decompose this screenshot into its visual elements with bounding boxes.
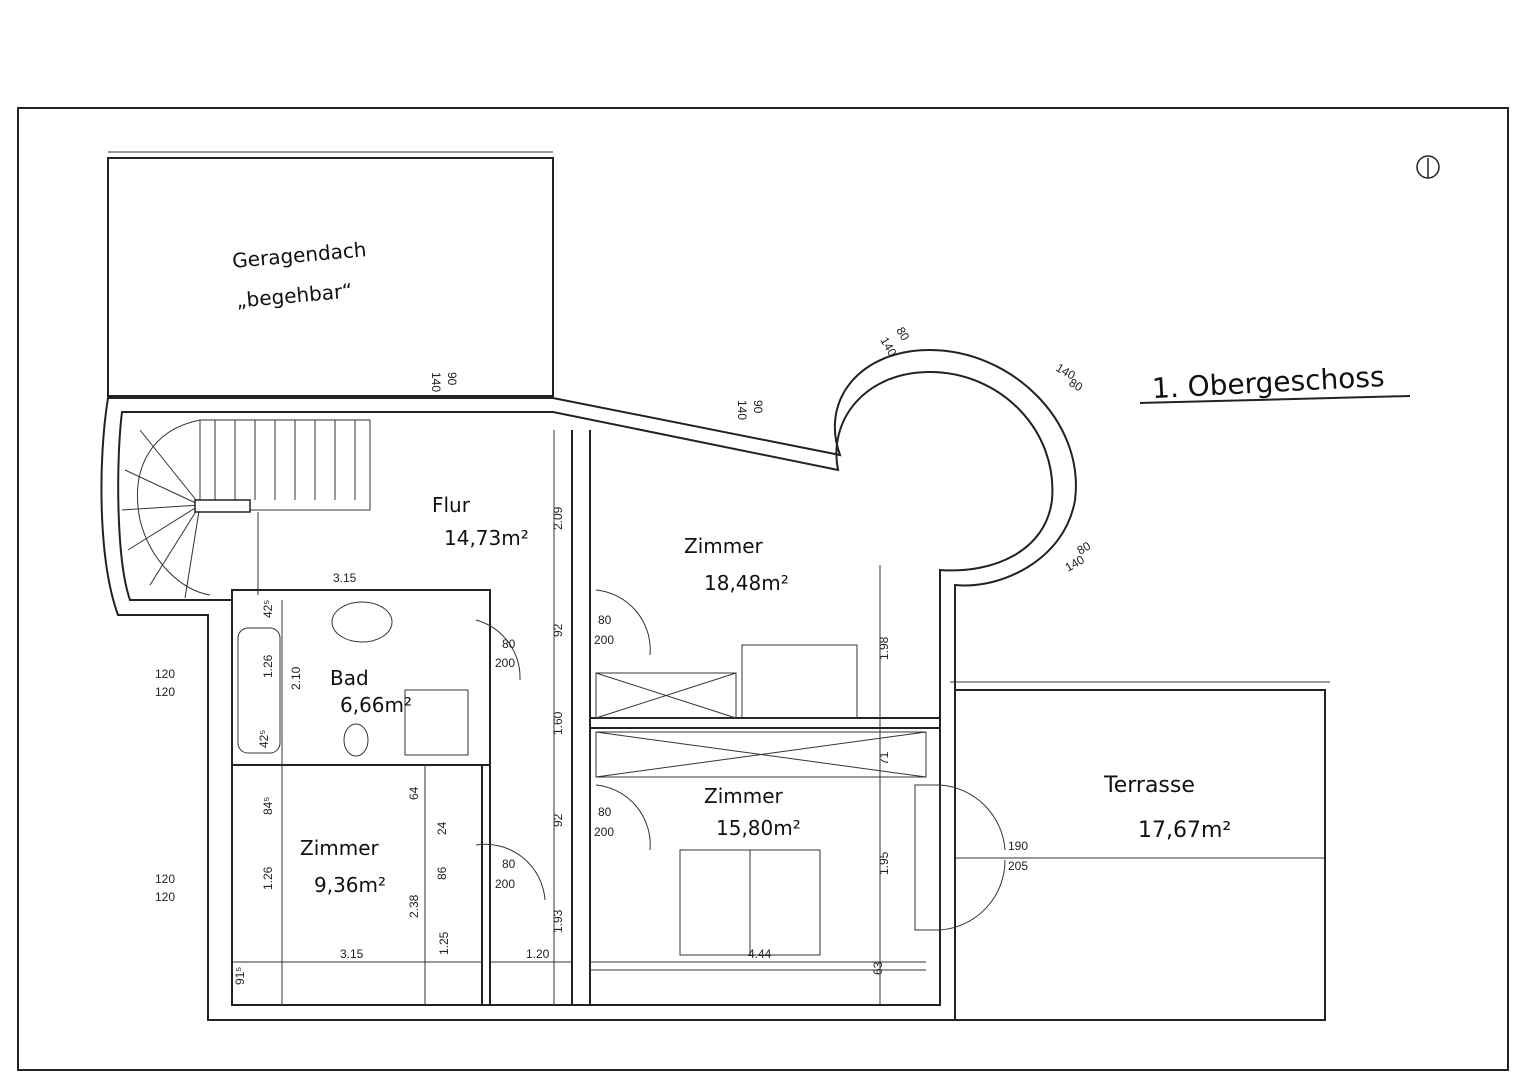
dim-corridor-v2: 92 bbox=[551, 623, 565, 637]
bath-fixtures bbox=[237, 601, 469, 757]
terrace bbox=[914, 681, 1330, 1021]
room-area-bad: 6,66m² bbox=[340, 693, 412, 717]
dim-small-room-door-h: 200 bbox=[495, 877, 515, 891]
room-area-flur: 14,73m² bbox=[444, 526, 529, 550]
dim-corridor-v4: 92 bbox=[551, 813, 565, 827]
dim-tub-a: 42⁵ bbox=[261, 600, 275, 618]
garage-roof-outline bbox=[107, 157, 554, 397]
dim-window-left-lower-b: 120 bbox=[155, 890, 175, 904]
room-name-flur: Flur bbox=[432, 493, 471, 517]
room-name-terrasse: Terrasse bbox=[1103, 773, 1195, 798]
dim-window-tower-b: 80 bbox=[893, 325, 912, 344]
dim-small-room-v3: 91⁵ bbox=[233, 967, 247, 985]
room-area-zimmer-mid: 15,80m² bbox=[716, 816, 801, 840]
dim-zimmer1-door-h: 200 bbox=[594, 633, 614, 647]
dim-window-left-lower-a: 120 bbox=[155, 872, 175, 886]
dim-bottom-a: 1.25 bbox=[437, 931, 451, 955]
dim-bottom-b: 1.20 bbox=[526, 947, 550, 961]
north-arrow-icon bbox=[1416, 155, 1440, 179]
dim-window-tower2-b: 80 bbox=[1067, 375, 1086, 394]
dim-window-left-upper-b: 120 bbox=[155, 685, 175, 699]
room-area-terrasse: 17,67m² bbox=[1138, 818, 1231, 843]
sheet-border bbox=[17, 107, 1509, 1071]
dim-small-room-v1: 84⁵ bbox=[261, 797, 275, 815]
dim-window-left-upper-a: 120 bbox=[155, 667, 175, 681]
dim-corridor-v5: 1.93 bbox=[551, 909, 565, 933]
room-area-zimmer-large: 18,48m² bbox=[704, 571, 789, 595]
room-name-bad: Bad bbox=[330, 666, 369, 690]
dim-window-tower3-a: 80 bbox=[1075, 539, 1094, 558]
dim-terrace-door-w: 190 bbox=[1008, 839, 1028, 853]
garage-roof-sublabel: „begehbar“ bbox=[235, 278, 353, 312]
dim-small-room-w: 3.15 bbox=[340, 947, 364, 961]
interior-walls bbox=[231, 430, 940, 1006]
dim-window-mid-b: 90 bbox=[751, 400, 765, 414]
garage-roof-label: Geragendach bbox=[231, 237, 367, 273]
dim-shaft-a: 64 bbox=[407, 786, 421, 800]
doors bbox=[475, 589, 1006, 931]
dim-tub-b: 42⁵ bbox=[257, 730, 271, 748]
dimension-lines bbox=[232, 430, 926, 1005]
dim-corridor-v3: 1.60 bbox=[551, 711, 565, 735]
dim-zimmer1-door-w: 80 bbox=[598, 613, 612, 627]
dim-bath-door-h: 200 bbox=[495, 656, 515, 670]
dim-window-tower-a: 140 bbox=[877, 335, 899, 360]
dim-terrace-door-h: 205 bbox=[1008, 859, 1028, 873]
dim-room-right-v3: 1.95 bbox=[877, 851, 891, 875]
dim-bottom-d: 63 bbox=[871, 961, 885, 975]
dim-flur-width: 3.15 bbox=[333, 571, 357, 585]
dim-room-right-v2: 71 bbox=[877, 751, 891, 765]
dim-shaft-b: 24 bbox=[435, 821, 449, 835]
dim-window-top-b: 90 bbox=[445, 372, 459, 386]
dim-shaft-c: 86 bbox=[435, 866, 449, 880]
dim-small-room-v2: 1.26 bbox=[261, 866, 275, 890]
room-area-zimmer-small: 9,36m² bbox=[314, 873, 386, 897]
outer-walls bbox=[100, 348, 1077, 1021]
bathtub bbox=[237, 627, 281, 754]
dim-bath-door-w: 80 bbox=[502, 637, 516, 651]
room-name-zimmer-large: Zimmer bbox=[684, 534, 764, 558]
room-name-zimmer-small: Zimmer bbox=[300, 836, 380, 860]
dim-bath-height: 2.10 bbox=[289, 666, 303, 690]
dim-zimmer2-door-h: 200 bbox=[594, 825, 614, 839]
dim-corridor-v1: 2.09 bbox=[551, 506, 565, 530]
dim-room-right-v1: 1.98 bbox=[877, 636, 891, 660]
dim-window-top-a: 140 bbox=[429, 372, 443, 392]
title-underline bbox=[1139, 395, 1411, 404]
dim-bottom-c: 4.44 bbox=[748, 947, 772, 961]
dim-tub-length: 1.26 bbox=[261, 654, 275, 678]
dim-window-mid-a: 140 bbox=[735, 400, 749, 420]
toilet bbox=[343, 723, 369, 757]
dim-small-room-h: 2.38 bbox=[407, 894, 421, 918]
shower bbox=[404, 689, 469, 756]
staircase bbox=[121, 419, 371, 599]
dim-zimmer2-door-w: 80 bbox=[598, 805, 612, 819]
dim-small-room-door-w: 80 bbox=[502, 857, 516, 871]
room-name-zimmer-mid: Zimmer bbox=[704, 784, 784, 808]
washbasin bbox=[331, 601, 393, 643]
